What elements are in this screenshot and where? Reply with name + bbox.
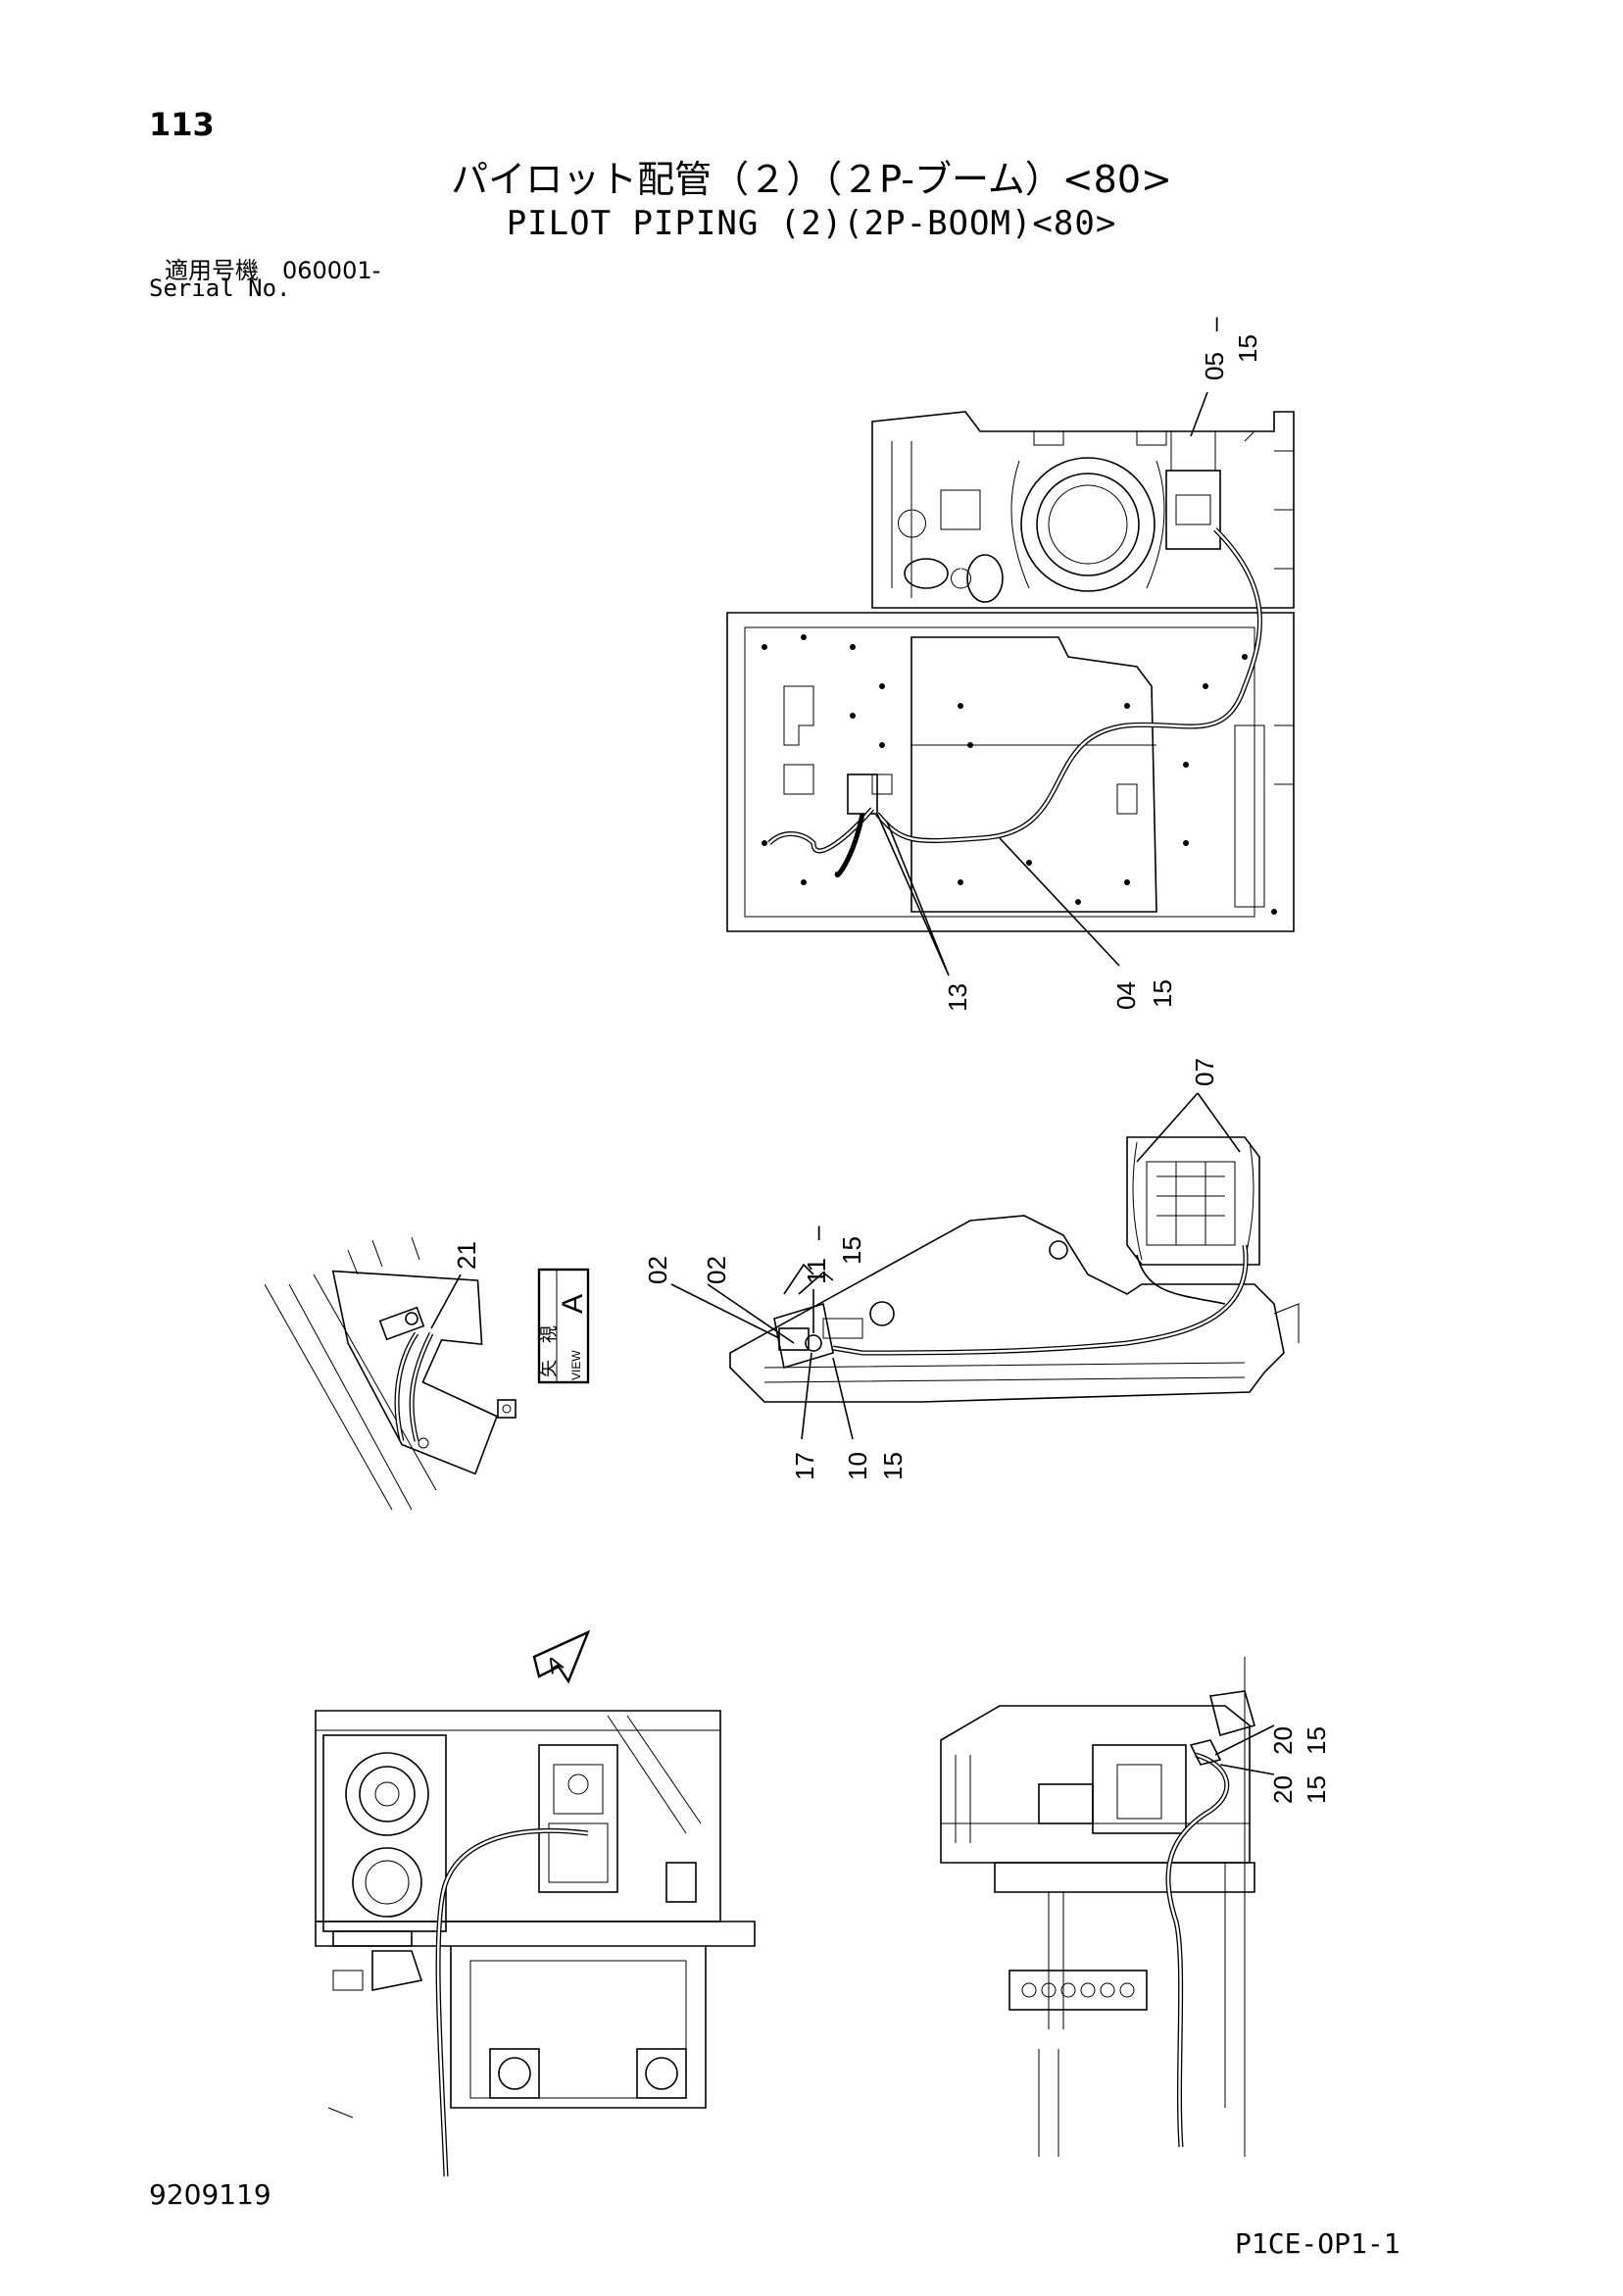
callout-11: 11 bbox=[802, 1258, 831, 1284]
top-frame-drawing bbox=[726, 411, 1295, 932]
leader-17 bbox=[801, 1352, 812, 1440]
leader-02 bbox=[670, 1283, 795, 1344]
callout-11-sep: – bbox=[802, 1225, 831, 1240]
serial-label-english: Serial No. bbox=[149, 275, 291, 302]
view-a-detail bbox=[264, 1236, 516, 1511]
callout-02-a: 02 bbox=[643, 1256, 672, 1284]
view-kanji-ya: 矢 bbox=[539, 1360, 559, 1377]
document-number: 9209119 bbox=[149, 2178, 271, 2211]
bottom-right-drawing bbox=[940, 1657, 1255, 2157]
callout-17: 17 bbox=[790, 1452, 819, 1480]
middle-boom-drawing bbox=[729, 1136, 1300, 1403]
leader-13 bbox=[876, 813, 950, 976]
view-kanji-shi: 視 bbox=[539, 1325, 559, 1343]
callout-15-eleven: 15 bbox=[837, 1236, 866, 1265]
callout-20-upper: 20 bbox=[1268, 1726, 1298, 1755]
view-arrow-a bbox=[532, 1629, 591, 1684]
page-number: 113 bbox=[149, 106, 215, 143]
bottom-left-drawing: A bbox=[315, 1629, 756, 2177]
callout-21: 21 bbox=[452, 1241, 481, 1270]
leader-20-lower bbox=[1219, 1764, 1275, 1775]
page-code: P1CE-OP1-1 bbox=[1235, 2227, 1401, 2260]
callout-20-lower: 20 bbox=[1268, 1775, 1298, 1804]
callout-04: 04 bbox=[1111, 981, 1141, 1010]
leader-20-upper bbox=[1214, 1724, 1275, 1756]
leader-07 bbox=[1136, 1092, 1241, 1163]
callout-07: 07 bbox=[1190, 1058, 1219, 1086]
leader-21 bbox=[430, 1273, 462, 1329]
serial-label-japanese: 適用号機 060001- bbox=[165, 257, 381, 284]
callout-15-top: 15 bbox=[1233, 334, 1262, 363]
view-word: VIEW bbox=[569, 1350, 583, 1380]
page-title-japanese: パイロット配管（２）（２P-ブーム）<80> bbox=[451, 158, 1172, 201]
leader-10 bbox=[832, 1357, 854, 1440]
view-letter: A bbox=[557, 1294, 589, 1314]
callout-13: 13 bbox=[943, 983, 972, 1012]
callout-10: 10 bbox=[843, 1452, 872, 1480]
callout-02-b: 02 bbox=[702, 1256, 731, 1284]
page-title-english: PILOT PIPING (2)(2P-BOOM)<80> bbox=[506, 204, 1117, 243]
leader-04 bbox=[999, 837, 1120, 967]
callout-15-lower-right: 15 bbox=[1302, 1775, 1331, 1804]
callout-15-sep: – bbox=[1200, 317, 1229, 331]
view-a-label: 矢 視 VIEW A bbox=[537, 1268, 590, 1384]
callout-05: 05 bbox=[1200, 352, 1229, 380]
callout-15-upper-right: 15 bbox=[1302, 1726, 1331, 1755]
callout-15-ten: 15 bbox=[878, 1452, 908, 1480]
callout-15-hose: 15 bbox=[1148, 979, 1177, 1008]
leader-05 bbox=[1190, 391, 1208, 437]
